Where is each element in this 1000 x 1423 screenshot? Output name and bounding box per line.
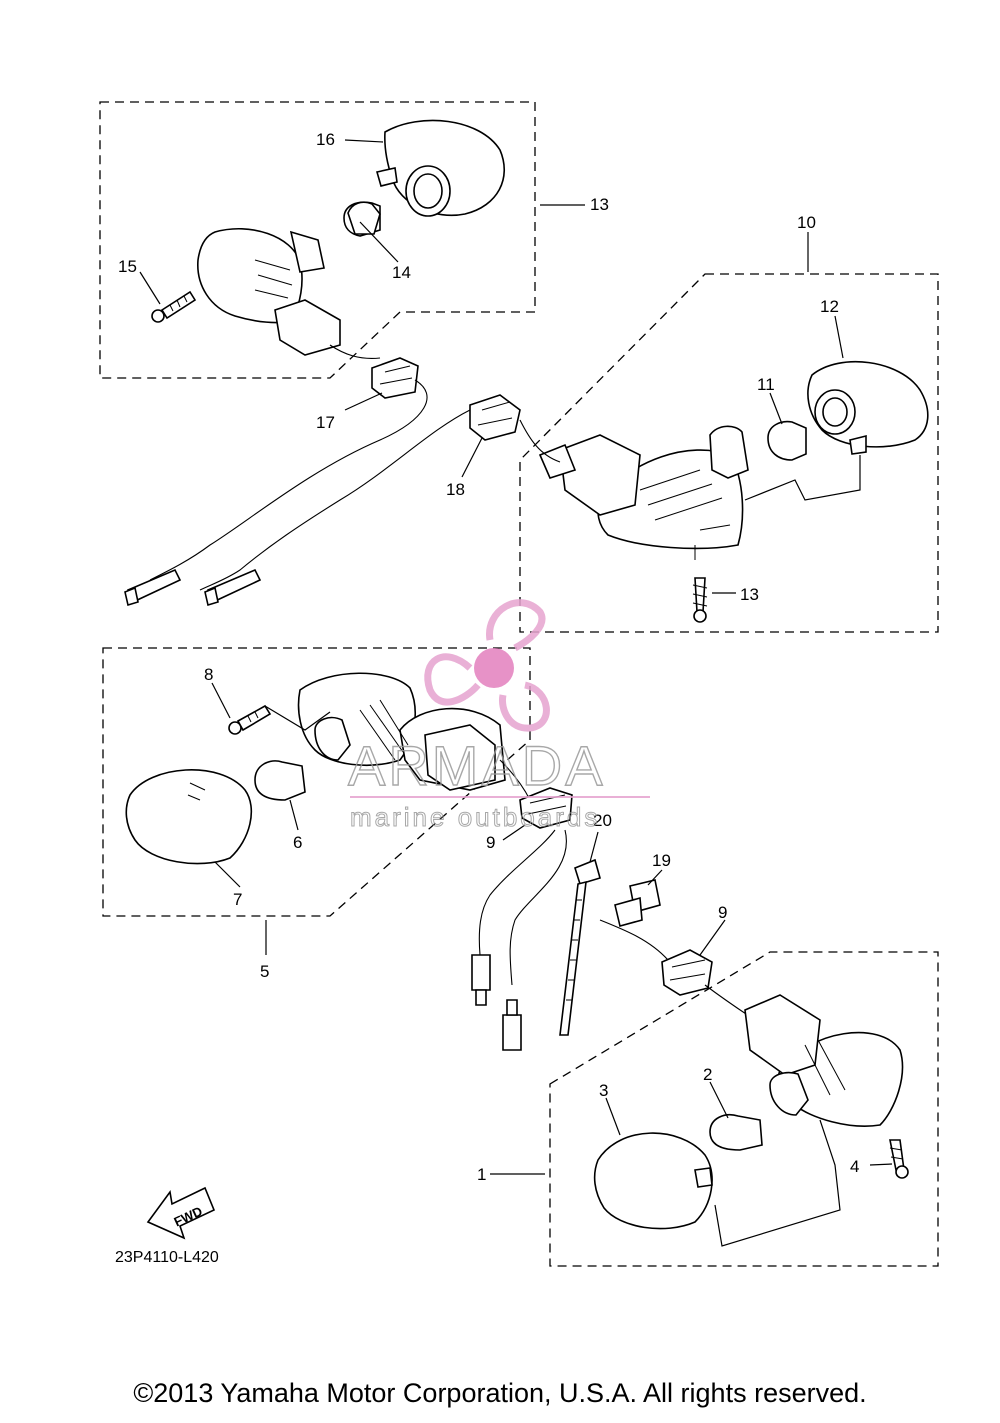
part-label-14: 13 [590, 195, 609, 214]
armada-watermark: ARMADA marine outboards [347, 599, 650, 833]
screw-17 [151, 290, 197, 323]
wire-harness-middle-2 [509, 829, 567, 986]
copyright-notice: ©2013 Yamaha Motor Corporation, U.S.A. A… [133, 1378, 867, 1408]
bulb-6 [254, 760, 306, 801]
part-label-6: 6 [293, 833, 302, 852]
part-label-16: 16 [316, 130, 335, 149]
wire-harness-left [149, 379, 428, 581]
fwd-arrow-icon: FWD [146, 1186, 216, 1240]
screw-13 [692, 577, 708, 623]
terminal-left-2 [204, 568, 262, 607]
watermark-tagline: marine outboards [350, 802, 600, 832]
part-label-9-lower: 9 [718, 903, 727, 922]
screw-8 [228, 704, 272, 735]
part-label-8: 8 [204, 665, 213, 684]
connector-18-middle [469, 394, 521, 441]
part-label-18-lower: 18 [446, 480, 465, 499]
bracket-lines-1 [714, 1119, 841, 1247]
part-label-3: 3 [599, 1081, 608, 1100]
leader-lines [139, 139, 893, 1175]
part-label-15: 14 [392, 263, 411, 282]
group-box-10 [519, 273, 939, 633]
turn-signal-assembly-5 [297, 672, 531, 801]
turn-signal-assembly-10 [519, 419, 749, 550]
turn-signal-assembly-1 [744, 994, 904, 1127]
terminal-left-1 [124, 568, 182, 607]
part-label-18-upper: 17 [316, 413, 335, 432]
drawing-code: 23P4110-L420 [115, 1249, 219, 1266]
part-label-10: 10 [797, 213, 816, 232]
connector-18-upper [371, 357, 419, 399]
connector-9-lower [661, 949, 713, 996]
watermark-brand: ARMADA [348, 734, 606, 797]
part-label-2: 2 [703, 1065, 712, 1084]
group-box-5 [102, 647, 531, 917]
part-label-7: 7 [233, 890, 242, 909]
bracket-lines-10 [744, 455, 861, 501]
part-label-9-upper: 9 [486, 833, 495, 852]
bulb-2 [709, 1114, 763, 1151]
part-label-17: 15 [118, 257, 137, 276]
turn-signal-assembly-14 [197, 119, 505, 359]
lens-7 [125, 769, 253, 865]
terminal-middle-1 [471, 954, 491, 1006]
propeller-logo-icon [424, 599, 550, 732]
terminal-middle-2 [502, 999, 522, 1051]
part-label-20: 20 [593, 811, 612, 830]
cable-tie-20 [559, 858, 601, 1036]
bulb-15 [347, 201, 381, 235]
wire-to-connector-9 [599, 919, 669, 961]
part-label-12: 12 [820, 297, 839, 316]
mount-line-10 [694, 524, 731, 560]
part-label-13: 13 [740, 585, 759, 604]
screw-4 [889, 1139, 909, 1179]
wire-harness-middle [478, 829, 556, 956]
group-box-1 [549, 951, 939, 1267]
wire-harness-left-2 [199, 409, 471, 591]
bulb-11 [767, 420, 807, 461]
part-label-19: 19 [652, 851, 671, 870]
part-label-4: 4 [850, 1157, 859, 1176]
part-label-1: 1 [477, 1165, 486, 1184]
lens-3 [593, 1132, 713, 1230]
clamp-19 [614, 879, 661, 927]
group-box-14 [99, 101, 536, 379]
part-label-5: 5 [260, 962, 269, 981]
part-label-11: 11 [757, 375, 775, 394]
part-labels: 16 13 10 14 15 12 11 17 18 13 8 6 7 5 9 … [118, 130, 859, 1184]
lens-12 [807, 360, 929, 455]
bracket-lines-5 [264, 705, 331, 731]
